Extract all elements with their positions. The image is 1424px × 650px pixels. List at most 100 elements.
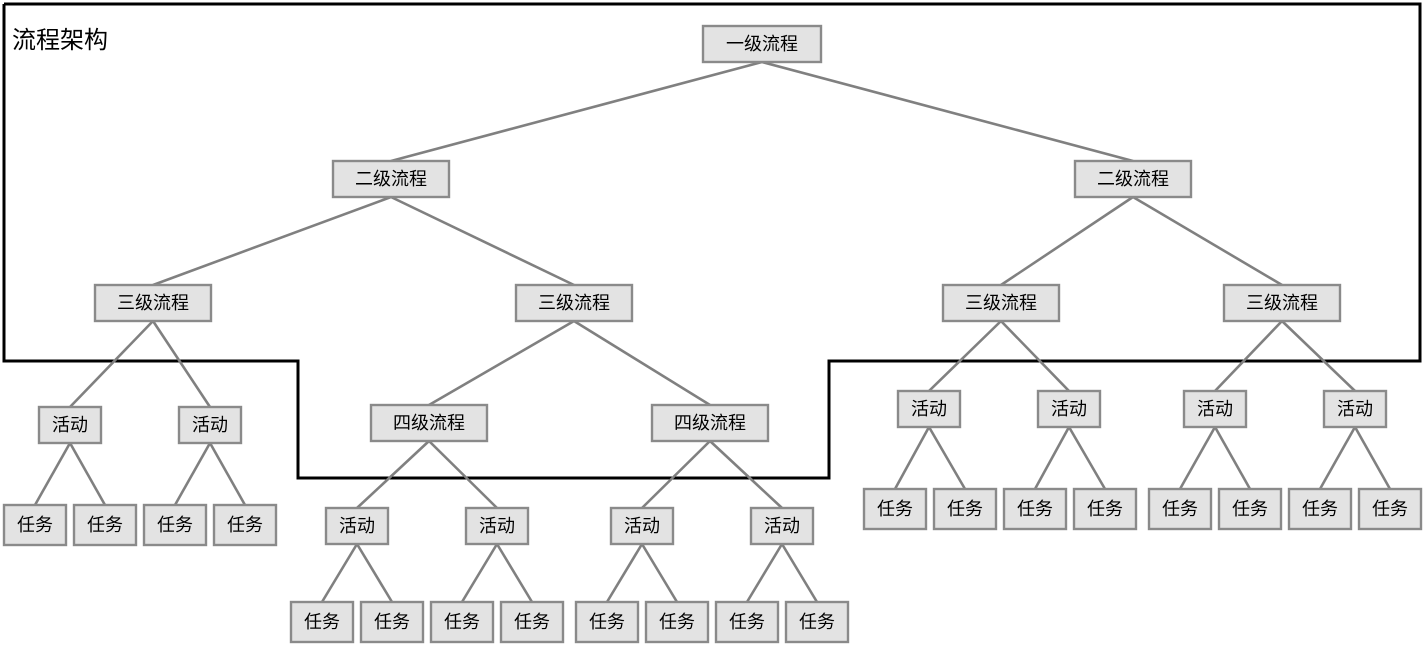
task-node: 任务: [862, 487, 928, 531]
activity-node: 活动: [896, 389, 962, 429]
task-node: 任务: [574, 600, 640, 644]
task-node-label: 任务: [87, 515, 123, 536]
level4-process-node-label: 四级流程: [393, 413, 465, 434]
edge-level2-to-level3: [152, 195, 392, 287]
edge-level3-to-activity: [1214, 320, 1283, 392]
task-node-box: [1147, 487, 1213, 531]
level4-process-node: 四级流程: [650, 403, 770, 443]
task-node-box: [644, 600, 710, 644]
level3-process-node-label: 三级流程: [1246, 293, 1318, 314]
edge-activity-to-task: [460, 543, 499, 603]
task-node-label: 任务: [1302, 499, 1338, 520]
edge-level3-to-activity: [69, 320, 154, 408]
level2-process-node-box: [1073, 159, 1193, 199]
task-node-box: [289, 600, 355, 644]
activity-node-box: [324, 506, 390, 546]
task-node-box: [142, 503, 208, 547]
task-node-label: 任务: [444, 612, 480, 633]
edge-activity-to-task: [1353, 426, 1392, 490]
edge-level3-to-activity: [151, 320, 212, 408]
edge-activity-to-task: [927, 426, 967, 490]
task-node: 任务: [1072, 487, 1138, 531]
edge-level1-to-level2: [761, 60, 1134, 163]
activity-node-label: 活动: [911, 399, 947, 420]
activity-node-box: [609, 506, 675, 546]
activity-node-box: [464, 506, 530, 546]
level1-process-node-label: 一级流程: [726, 34, 798, 55]
edge-level3-to-activity: [1281, 320, 1356, 392]
task-node: 任务: [289, 600, 355, 644]
level3-process-node-box: [514, 283, 634, 323]
activity-node-label: 活动: [764, 516, 800, 537]
task-node-label: 任务: [1372, 499, 1408, 520]
level3-process-node-box: [1222, 283, 1342, 323]
level4-process-node-box: [650, 403, 770, 443]
task-node-label: 任务: [1162, 499, 1198, 520]
edge-activity-to-task: [208, 442, 247, 506]
edge-activity-to-task: [1318, 426, 1357, 490]
edge-level4-to-activity: [356, 440, 430, 509]
activity-node-label: 活动: [52, 415, 88, 436]
task-node: 任务: [784, 600, 850, 644]
activity-node-box: [749, 506, 815, 546]
task-node-label: 任务: [729, 612, 765, 633]
edge-level2-to-level3: [1132, 195, 1283, 287]
activity-node-label: 活动: [1337, 399, 1373, 420]
level2-process-node: 二级流程: [1073, 159, 1193, 199]
task-node-label: 任务: [157, 515, 193, 536]
task-node-label: 任务: [659, 612, 695, 633]
task-node-label: 任务: [304, 612, 340, 633]
edge-activity-to-task: [320, 543, 359, 603]
task-node-box: [714, 600, 780, 644]
activity-node-box: [37, 405, 103, 445]
task-node-label: 任务: [227, 515, 263, 536]
task-node-box: [574, 600, 640, 644]
task-node-box: [932, 487, 998, 531]
edge-activity-to-task: [745, 543, 784, 603]
task-node: 任务: [142, 503, 208, 547]
activity-node: 活动: [609, 506, 675, 546]
edge-level4-to-activity: [709, 440, 783, 509]
activity-node: 活动: [1036, 389, 1102, 429]
edge-activity-to-task: [780, 543, 819, 603]
level3-process-node-box: [941, 283, 1061, 323]
activity-node-label: 活动: [479, 516, 515, 537]
edge-activity-to-task: [495, 543, 534, 603]
activity-node-box: [1036, 389, 1102, 429]
edge-level4-to-activity: [428, 440, 498, 509]
activity-node-label: 活动: [192, 415, 228, 436]
task-node-label: 任务: [1087, 499, 1123, 520]
architecture-boundary: [2, 2, 1422, 480]
level2-process-node: 二级流程: [331, 159, 451, 199]
task-node-box: [862, 487, 928, 531]
edge-activity-to-task: [1178, 426, 1217, 490]
edge-activity-to-task: [33, 442, 72, 506]
level4-process-node: 四级流程: [369, 403, 489, 443]
activity-node: 活动: [749, 506, 815, 546]
task-node-box: [429, 600, 495, 644]
task-node-box: [72, 503, 138, 547]
task-node: 任务: [212, 503, 278, 547]
node-layer: 一级流程二级流程三级流程活动任务任务活动任务任务三级流程四级流程活动任务任务活动…: [2, 24, 1423, 644]
task-node: 任务: [1217, 487, 1283, 531]
task-node: 任务: [72, 503, 138, 547]
edge-activity-to-task: [1033, 426, 1071, 490]
task-node-box: [1217, 487, 1283, 531]
level1-process-node: 一级流程: [701, 24, 823, 64]
activity-node-box: [1182, 389, 1248, 429]
task-node-label: 任务: [947, 499, 983, 520]
task-node-label: 任务: [1232, 499, 1268, 520]
level4-process-node-box: [369, 403, 489, 443]
activity-node-label: 活动: [624, 516, 660, 537]
activity-node: 活动: [37, 405, 103, 445]
task-node: 任务: [1357, 487, 1423, 531]
task-node: 任务: [1147, 487, 1213, 531]
edge-activity-to-task: [640, 543, 679, 603]
edge-layer: [33, 60, 1392, 603]
level3-process-node: 三级流程: [941, 283, 1061, 323]
task-node-box: [1287, 487, 1353, 531]
task-node-label: 任务: [374, 612, 410, 633]
level3-process-node-box: [93, 283, 213, 323]
level3-process-node: 三级流程: [514, 283, 634, 323]
